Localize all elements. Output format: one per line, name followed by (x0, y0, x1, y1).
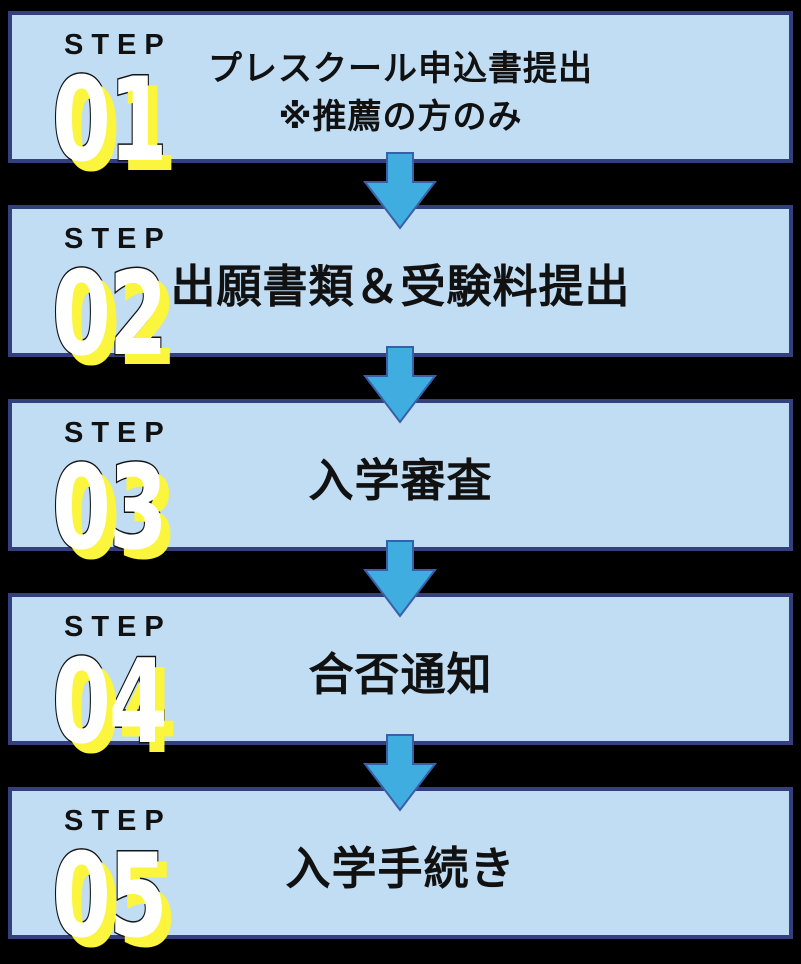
step-number: 01 (51, 53, 169, 188)
step-badge: STEP 02 (51, 223, 207, 382)
step-title-area: 出願書類＆受験料提出 (12, 209, 789, 353)
down-arrow-icon (363, 152, 437, 230)
step-label: STEP (64, 223, 172, 255)
step-title-area: 入学審査 (12, 403, 789, 547)
step-label: STEP (64, 805, 172, 837)
step-label: STEP (64, 29, 172, 61)
step-title: 入学審査 (308, 455, 493, 506)
step-title: 入学手続き (285, 843, 516, 894)
step-badge: STEP 04 (51, 611, 207, 770)
step-title: 合否通知 (308, 649, 493, 700)
step-badge: STEP 05 (51, 805, 207, 964)
step-number: 04 (51, 635, 169, 770)
down-arrow-icon (363, 540, 437, 618)
step-title: 出願書類＆受験料提出 (170, 261, 631, 312)
step-label: STEP (64, 611, 172, 643)
step-badge: STEP 03 (51, 417, 207, 576)
step-number: 03 (51, 441, 169, 576)
step-title: プレスクール申込書提出 (208, 49, 593, 88)
step-title-area: 入学手続き (12, 791, 789, 935)
step-number: 05 (51, 829, 169, 964)
step-badge: STEP 01 (51, 29, 207, 188)
step-title-area: プレスクール申込書提出 ※推薦の方のみ (12, 15, 789, 159)
step-title-area: 合否通知 (12, 597, 789, 741)
step-number: 02 (51, 247, 169, 382)
step-label: STEP (64, 417, 172, 449)
step-box-01: STEP 01 プレスクール申込書提出 ※推薦の方のみ (8, 11, 793, 180)
down-arrow-icon (363, 346, 437, 424)
down-arrow-icon (363, 734, 437, 812)
step-subtitle: ※推薦の方のみ (278, 98, 523, 136)
